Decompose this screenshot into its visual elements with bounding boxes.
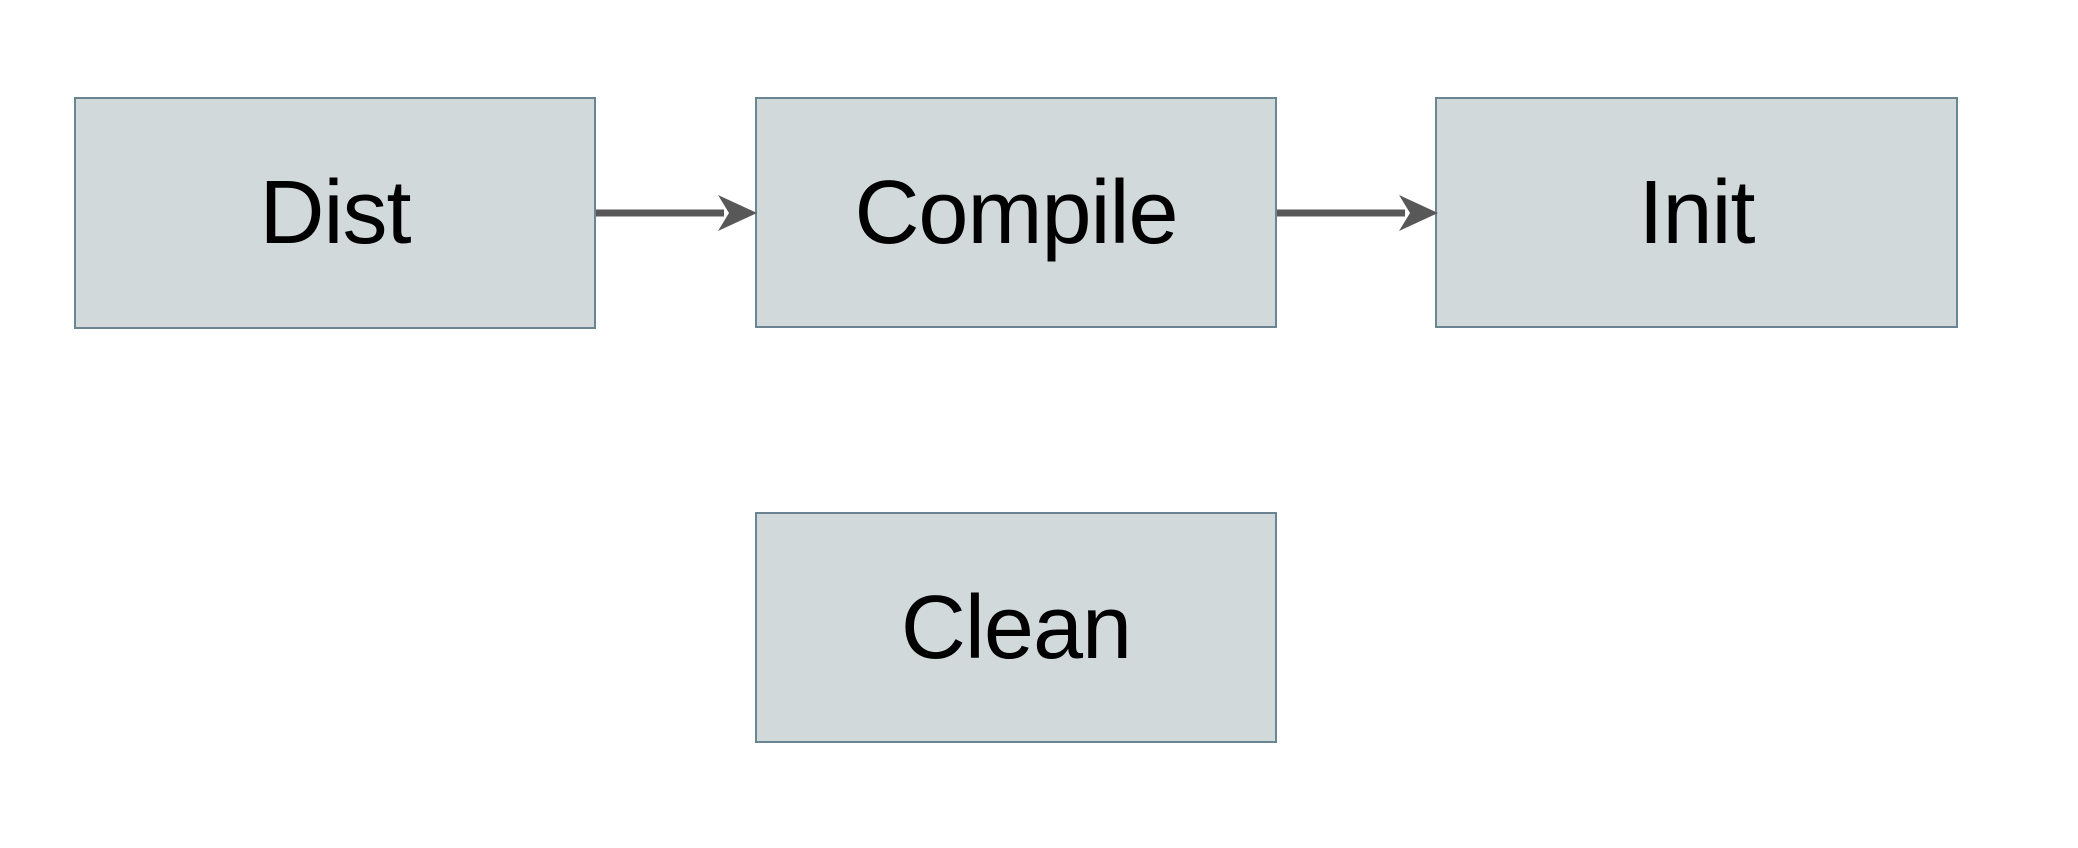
node-compile-label: Compile — [854, 162, 1178, 263]
node-clean[interactable]: Clean — [755, 512, 1277, 743]
node-dist-label: Dist — [259, 163, 412, 263]
edge-compile-to-init — [1277, 195, 1438, 231]
arrowhead-icon — [1399, 195, 1438, 231]
node-dist[interactable]: Dist — [74, 97, 596, 329]
node-compile[interactable]: Compile — [755, 97, 1277, 328]
arrowhead-icon — [718, 195, 757, 231]
node-init[interactable]: Init — [1435, 97, 1958, 328]
edge-dist-to-compile — [596, 195, 757, 231]
node-init-label: Init — [1638, 162, 1755, 263]
node-clean-label: Clean — [900, 577, 1132, 678]
